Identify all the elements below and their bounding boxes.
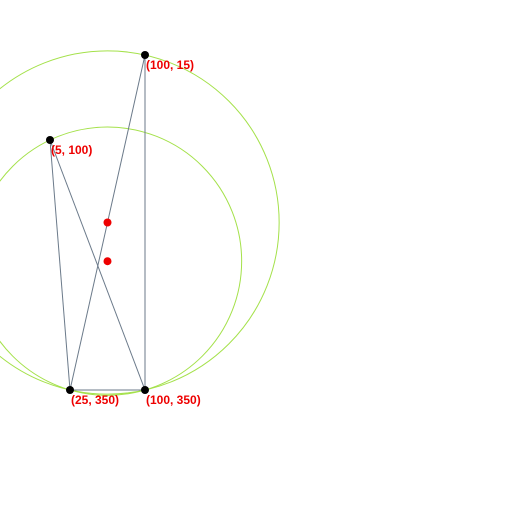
vertex-c: [66, 386, 74, 394]
vertex-a: [141, 51, 149, 59]
vertex-label-b: (5, 100): [51, 143, 92, 157]
vertex-labels: (100, 15) (5, 100) (25, 350) (100, 350): [51, 58, 201, 407]
vertex-label-d: (100, 350): [146, 393, 201, 407]
circumcenter-bcd: [103, 257, 112, 266]
vertex-d: [141, 386, 149, 394]
vertex-b: [46, 136, 54, 144]
segment-bd: [49, 139, 146, 391]
circumcircles: [0, 50, 280, 396]
circumcenter-acd: [103, 218, 112, 227]
circumcircle-acd: [0, 50, 280, 395]
circumcenters: [103, 218, 112, 266]
vertex-label-a: (100, 15): [146, 58, 194, 72]
vertices: [46, 51, 149, 394]
segment-bc: [49, 139, 71, 391]
vertex-label-c: (25, 350): [71, 393, 119, 407]
circumcircle-bcd: [0, 126, 243, 396]
